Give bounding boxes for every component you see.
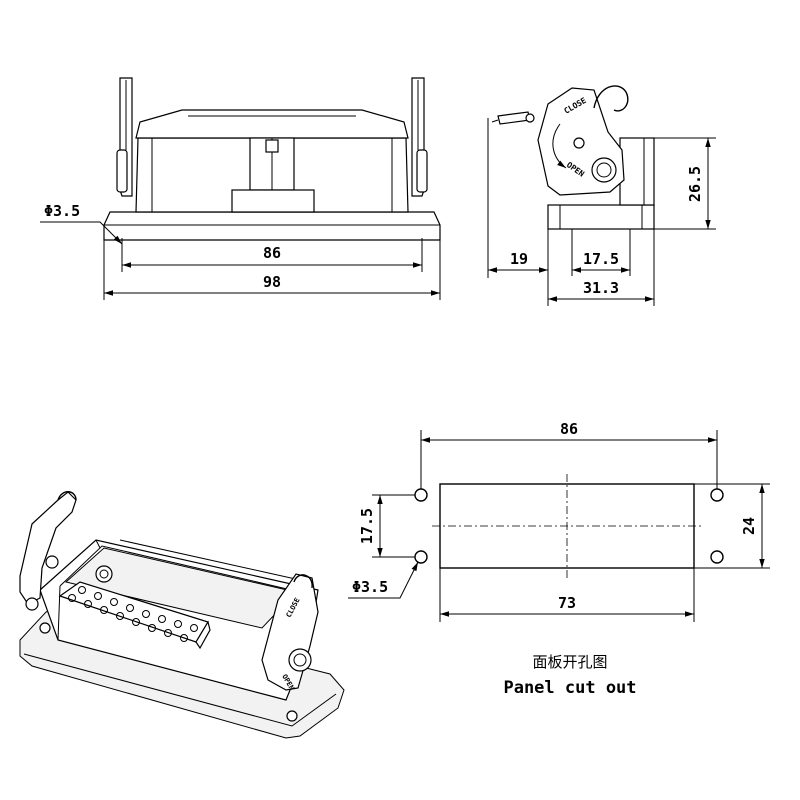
cutout-hole-spacing-x-dim: 86 — [560, 420, 578, 438]
side-view: CLOSE OPEN 26.5 19 17.5 31.3 — [487, 85, 716, 306]
cutout-hole-spacing-y-dim: 17.5 — [358, 508, 376, 544]
cutout-height-dim: 24 — [740, 517, 758, 535]
contact-holes — [68, 586, 198, 642]
mount-hole-bottom-right — [710, 550, 724, 564]
front-hole-dim: Φ3.5 — [44, 202, 80, 220]
side-height-dim: 26.5 — [686, 166, 704, 202]
mount-hole-bottom-left — [414, 550, 428, 564]
caption-chinese: 面板开孔图 — [532, 653, 607, 671]
side-base-dim: 31.3 — [583, 279, 619, 297]
cutout-width-dim: 73 — [558, 594, 576, 612]
side-inner-dim: 17.5 — [583, 250, 619, 268]
front-view: Φ3.5 86 98 — [40, 77, 441, 300]
cutout-hole-dim: Φ3.5 — [352, 578, 388, 596]
side-offset-dim: 19 — [510, 250, 528, 268]
front-outer-width-dim: 98 — [263, 273, 281, 291]
front-inner-width-dim: 86 — [263, 244, 281, 262]
panel-cutout-view: 86 17.5 24 73 Φ3.5 面板开孔图 Panel cut out — [348, 420, 770, 698]
mount-hole-top-left — [414, 488, 428, 502]
isometric-view: CLOSE OPEN — [19, 491, 345, 739]
caption-english: Panel cut out — [503, 678, 636, 698]
mount-hole-top-right — [710, 488, 724, 502]
